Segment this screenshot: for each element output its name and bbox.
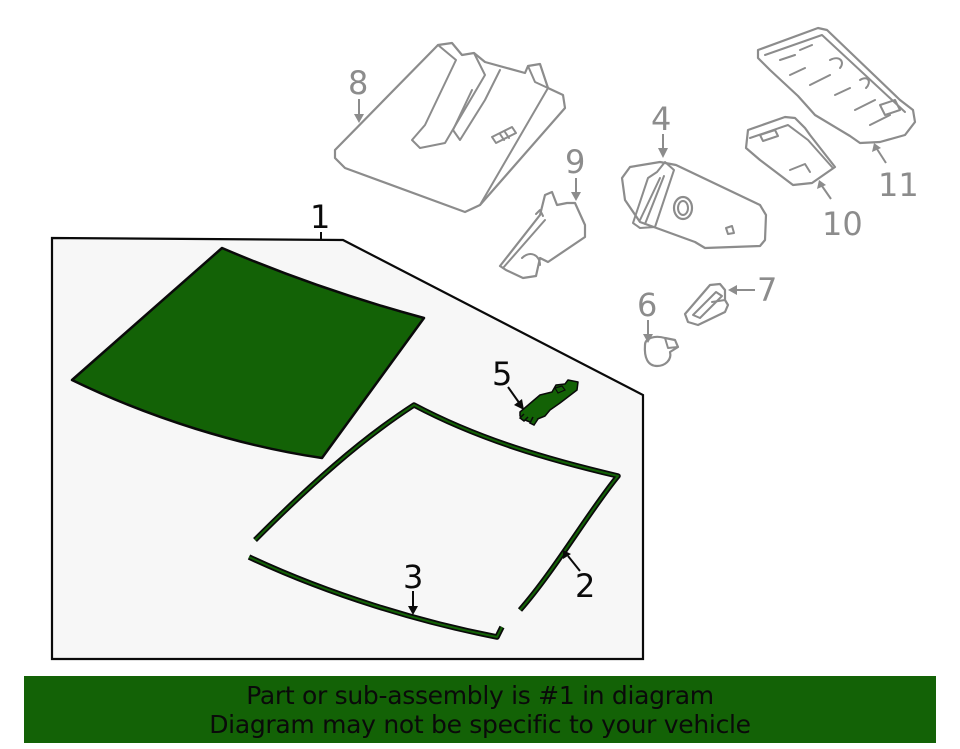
leader-9 [571, 178, 581, 201]
callout-9: 9 [565, 143, 585, 181]
leader-10 [817, 180, 832, 200]
callout-8: 8 [348, 64, 368, 102]
part-4-rearview-mirror[interactable] [620, 160, 768, 250]
leader-8 [354, 99, 364, 123]
leader-11 [872, 143, 887, 164]
part-3-lower-molding[interactable] [247, 554, 505, 640]
callout-4: 4 [651, 100, 671, 138]
callout-6: 6 [637, 286, 657, 324]
callout-11: 11 [878, 166, 919, 204]
callout-1: 1 [310, 198, 330, 236]
leader-4 [658, 134, 668, 158]
part-2-upper-molding[interactable] [253, 402, 621, 612]
leader-6 [643, 320, 653, 343]
part-10-camera-module[interactable] [744, 115, 837, 187]
leader-5 [507, 386, 524, 410]
callout-7: 7 [757, 271, 777, 309]
banner-line-1: Part or sub-assembly is #1 in diagram [246, 681, 714, 710]
leader-7 [728, 285, 755, 295]
part-11-camera-bracket[interactable] [756, 26, 917, 145]
part-7-clip[interactable] [683, 282, 730, 327]
callout-2: 2 [575, 567, 595, 605]
info-banner: Part or sub-assembly is #1 in diagram Di… [24, 676, 936, 743]
part-9-bracket[interactable] [498, 190, 587, 280]
callout-10: 10 [822, 205, 863, 243]
callout-5: 5 [492, 355, 512, 393]
part-6-sensor[interactable] [643, 335, 680, 368]
leader-3 [408, 591, 418, 615]
banner-line-2: Diagram may not be specific to your vehi… [209, 710, 751, 739]
part-8-cover[interactable] [333, 41, 567, 214]
part-1-windshield-glass[interactable] [70, 246, 426, 460]
leader-2 [563, 550, 581, 572]
callout-3: 3 [403, 558, 423, 596]
part-5-mirror-bracket[interactable] [518, 379, 579, 426]
